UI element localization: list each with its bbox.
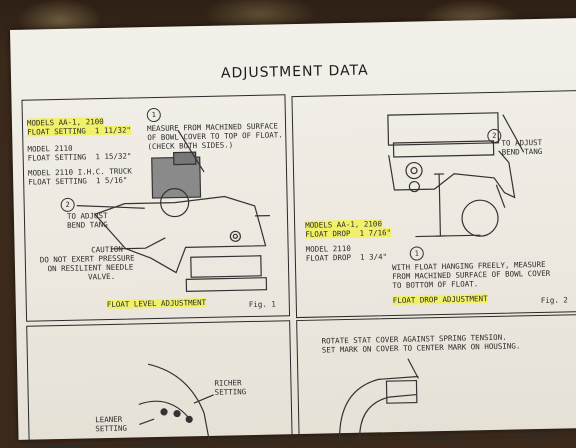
- carburetor-float-diagram-1: [22, 95, 289, 320]
- figure-1-float-level-panel: MODELS AA-1, 2100 FLOAT SETTING 1 11/32"…: [21, 94, 290, 321]
- figure-2-float-drop-panel: 2 TO ADJUST BEND TANG MODELS AA-1, 2100 …: [291, 90, 576, 318]
- choke-dial-diagram: [27, 321, 291, 446]
- fig3-leaner-label: LEANER SETTING: [95, 415, 127, 434]
- fig3-richer-label: RICHER SETTING: [214, 378, 246, 397]
- stat-cover-diagram: [297, 315, 576, 441]
- fig2-model-2110: MODEL 2110 FLOAT DROP 1 3/4": [306, 243, 388, 263]
- fig2-adjust-tang: TO ADJUST BEND TANG: [501, 138, 542, 157]
- figure-4-stat-cover-panel: ROTATE STAT COVER AGAINST SPRING TENSION…: [296, 314, 576, 442]
- fig2-models-aa1-2100: MODELS AA-1, 2100 FLOAT DROP 1 7/16": [305, 219, 391, 239]
- adjustment-data-sheet: ADJUSTMENT DATA MODELS AA-1, 2100 FLOAT …: [10, 18, 576, 440]
- page-title: ADJUSTMENT DATA: [221, 63, 369, 82]
- fig2-measure-instruction: WITH FLOAT HANGING FREELY, MEASURE FROM …: [392, 260, 551, 290]
- figure-3-choke-setting-panel: RICHER SETTING LEANER SETTING: [26, 320, 292, 448]
- fig2-label: Fig. 2: [541, 295, 568, 305]
- fig1-label: Fig. 1: [249, 299, 276, 309]
